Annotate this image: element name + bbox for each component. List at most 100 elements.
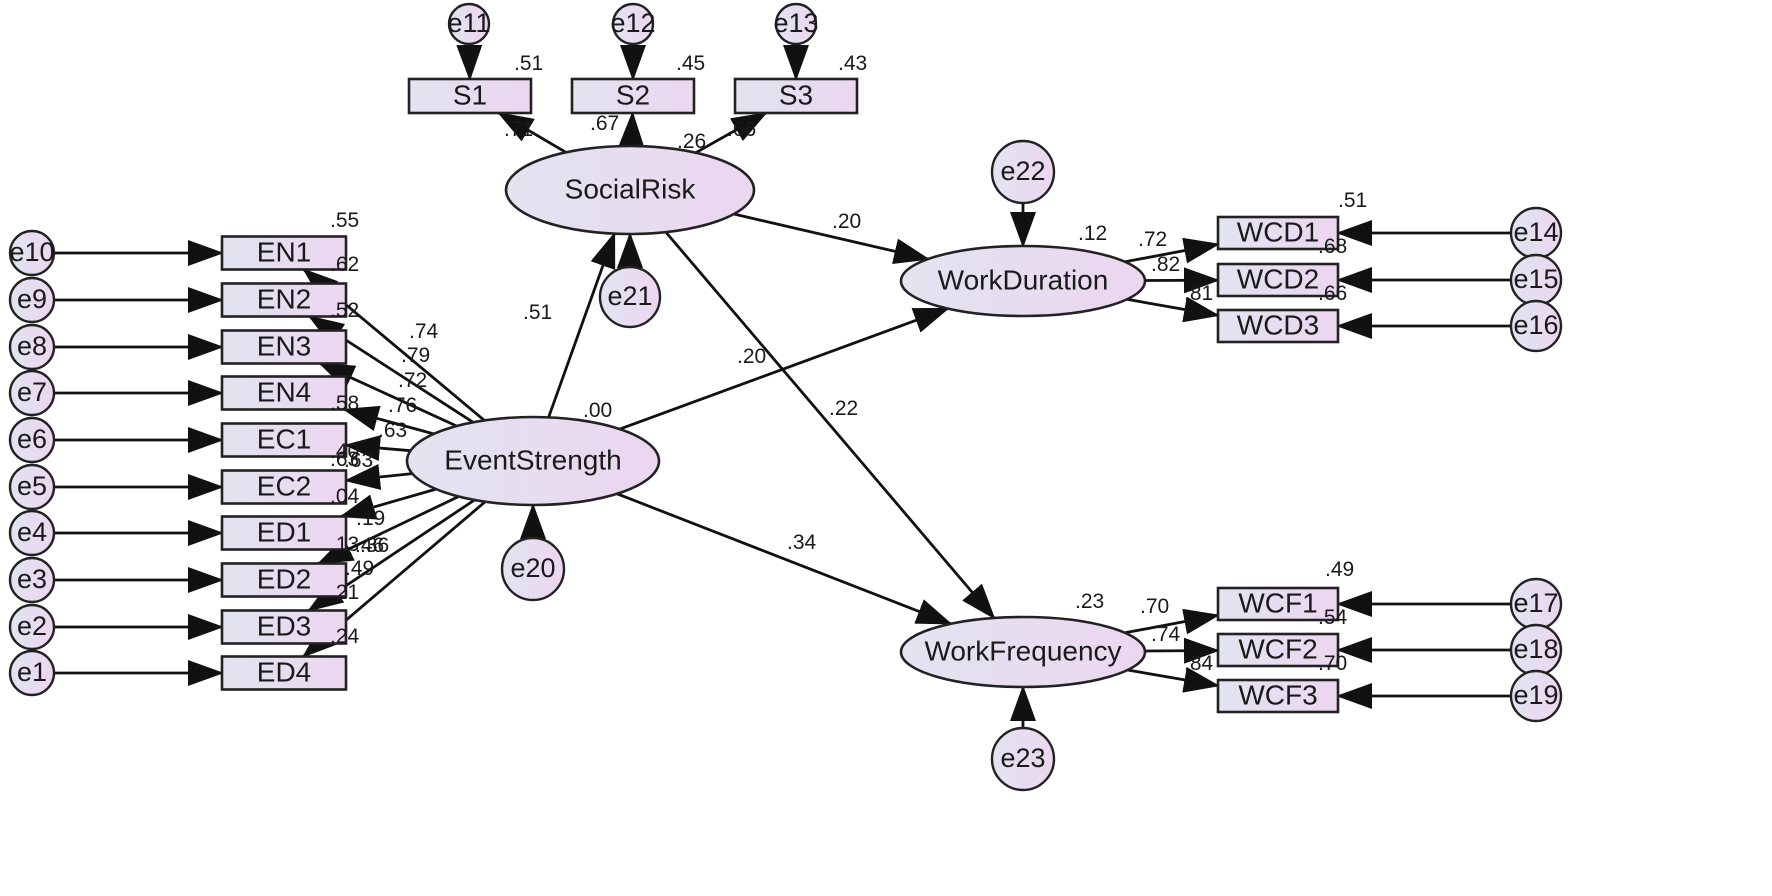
loading-label-wcf2: .74 [1151,623,1181,646]
path-label-event-duration: .20 [737,345,766,368]
loading-label-wcd1: .72 [1138,228,1167,251]
loading-label-ed1: .19 [356,507,385,530]
error-label-e19: e19 [1513,680,1558,710]
observed-box-ed3 [220,609,348,645]
error-circle-e6 [8,416,56,464]
error-circle-e13 [774,2,818,46]
r2-label-ed3: .21 [330,581,359,604]
loading-label-en4: .76 [388,394,417,417]
latent-label-work_duration: WorkDuration [938,264,1109,295]
r2-label-en2: .62 [330,253,359,276]
loading-label-s1: .71 [504,118,533,141]
loading-label-ed4: .49 [345,557,374,580]
observed-label-s1: S1 [453,79,487,110]
loading-social-s3 [695,111,768,154]
error-label-e4: e4 [17,517,47,547]
error-label-e5: e5 [17,471,47,501]
r2-label-en1: .55 [330,209,359,232]
latent-ellipse-work_duration [899,244,1147,318]
r2-label-s1: .51 [514,52,543,75]
observed-label-en1: EN1 [257,236,311,267]
path-social-to-duration [733,212,931,264]
observed-box-en4 [220,375,348,411]
observed-box-wcd2 [1216,262,1340,298]
loading-label-ed2: .36 [360,534,389,557]
error-circle-e8 [8,323,56,371]
loading-label-ec1: .63 [378,419,407,442]
loading-label-en3: .72 [398,369,427,392]
edges-layer [54,43,1511,728]
error-label-e21: e21 [607,281,652,311]
error-label-e6: e6 [17,424,47,454]
error-label-e16: e16 [1513,310,1558,340]
r2-label-wcd2: .68 [1318,235,1347,258]
error-arrow-e11 [456,43,483,81]
r2-label-en3: .52 [330,299,359,322]
r2-label-event-strength: .00 [583,399,612,422]
path-social-to-frequency [664,231,996,620]
r2-label-work-frequency: .23 [1075,590,1104,613]
loading-label-en1: .74 [409,320,439,343]
loading-label-wcd3: .81 [1184,282,1213,305]
r2-label-social-risk: .26 [677,130,706,153]
observed-box-s3 [733,77,859,115]
error-label-e12: e12 [610,8,655,38]
observed-box-wcf1 [1216,586,1340,622]
observed-box-en1 [220,235,348,271]
observed-label-wcf3: WCF3 [1238,679,1317,710]
observed-label-ed4: ED4 [257,656,311,687]
observed-label-ed1: ED1 [257,516,311,547]
observed-label-s3: S3 [779,79,813,110]
observed-label-wcd3: WCD3 [1237,309,1319,340]
observed-label-wcd2: WCD2 [1237,263,1319,294]
r2-label-ed4: .24 [330,625,360,648]
observed-label-en3: EN3 [257,330,311,361]
r2-label-wcf2: .54 [1318,606,1348,629]
error-label-e7: e7 [17,377,47,407]
path-label-social-duration: .20 [832,210,861,233]
error-label-e22: e22 [1000,156,1045,186]
observed-box-en2 [220,282,348,318]
r2-label-ec2: .63 [330,448,359,471]
observed-label-ed2: ED2 [257,563,311,594]
latent-ellipse-work_frequency [899,615,1147,689]
error-label-e15: e15 [1513,264,1558,294]
path-label-event-social: .51 [523,301,552,324]
error-label-e13: e13 [773,8,818,38]
labels-layer: .51.45.43.71.67.66.26.00.51.20.22.20.34.… [330,52,1367,675]
error-circle-e11 [447,2,491,46]
loading-label-wcf1: .70 [1140,595,1169,618]
r2-label-wcf3: .70 [1318,652,1347,675]
observed-box-wcf2 [1216,632,1340,668]
path-event-to-duration [619,307,950,431]
observed-box-ec2 [220,469,348,505]
error-circle-e7 [8,369,56,417]
loading-social-s1 [497,111,567,154]
error-label-e10: e10 [9,237,54,267]
observed-box-wcf3 [1216,678,1340,714]
latent-label-event_strength: EventStrength [444,444,621,475]
error-label-e18: e18 [1513,634,1558,664]
observed-box-ed4 [220,655,348,691]
r2-label-en4: .58 [330,392,359,415]
error-label-e17: e17 [1513,588,1558,618]
observed-box-wcd3 [1216,308,1340,344]
r2-label-ed1: .04 [330,485,360,508]
loading-event-ed2 [316,495,460,565]
error-circle-e1 [8,649,56,697]
loading-event-ec2 [344,464,413,490]
observed-label-wcf1: WCF1 [1238,587,1317,618]
observed-label-en2: EN2 [257,283,311,314]
observed-box-wcd1 [1216,215,1340,251]
loading-duration-wcd1 [1124,237,1220,264]
loading-event-ed1 [339,487,437,520]
r2-label-s2: .45 [676,52,705,75]
path-label-social-frequency: .22 [829,397,858,420]
error-label-e20: e20 [510,553,555,583]
observed-label-wcd1: WCD1 [1237,216,1319,247]
error-circle-e5 [8,463,56,511]
error-label-e23: e23 [1000,743,1045,773]
path-event-to-social [547,231,616,418]
error-circle-e9 [8,276,56,324]
error-label-e11: e11 [447,8,490,38]
